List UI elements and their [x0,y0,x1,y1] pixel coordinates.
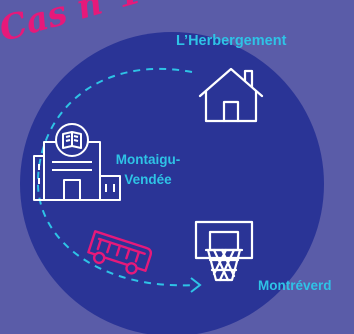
basketball-hoop-icon [194,220,254,282]
stop-label-middle: Montaigu- Vendée [98,150,198,190]
stop-label-middle-line1: Montaigu- [115,152,181,167]
route-arrowhead [190,277,202,293]
stop-label-start: L’Herbergement [176,33,287,49]
house-icon [198,67,264,123]
stop-label-middle-line2: Vendée [124,172,172,187]
stop-label-end: Montréverd [258,278,332,293]
bus-icon [87,230,153,275]
school-building-icon [33,123,121,201]
